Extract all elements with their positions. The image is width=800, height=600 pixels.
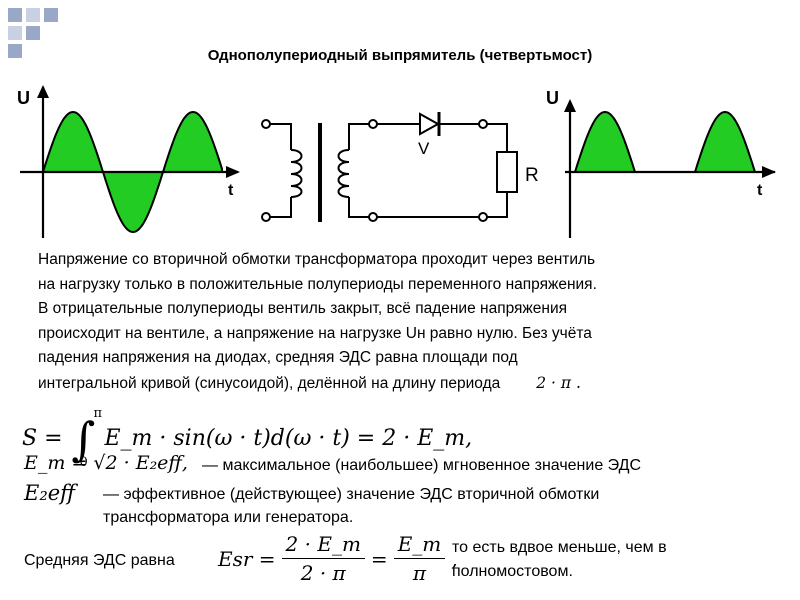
corner-square-4: [8, 26, 22, 40]
esr-tail: ,: [451, 546, 458, 571]
explanation-paragraph: Напряжение со вторичной обмотки трансфор…: [38, 248, 770, 396]
paragraph-line: интегральной кривой (синусоидой), делённ…: [38, 371, 770, 397]
paragraph-line-text: интегральной кривой (синусоидой), делённ…: [38, 374, 501, 392]
corner-square-1: [8, 8, 22, 22]
secondary-winding: [337, 149, 350, 198]
esr-numerator-1: 2 · E_m: [281, 532, 365, 559]
esr-equals: =: [370, 546, 388, 571]
output-waveform: U t: [546, 88, 776, 238]
resistor-symbol: [496, 151, 518, 193]
esr-note-line1: то есть вдвое меньше, чем в: [452, 539, 667, 556]
paragraph-line: падения напряжения на диодах, средняя ЭД…: [38, 349, 518, 366]
esr-note-line2: полномостовом.: [452, 563, 573, 580]
esr-numerator-2: E_m: [393, 532, 446, 559]
rectifier-diagram: U t U t: [17, 85, 776, 238]
em-description: — максимальное (наибольшее) мгновенное з…: [202, 457, 642, 474]
primary-winding: [290, 149, 303, 198]
input-axis-u: U: [17, 88, 30, 108]
corner-square-6: [8, 44, 22, 58]
output-axis-t: t: [757, 182, 763, 199]
paragraph-line: Напряжение со вторичной обмотки трансфор…: [38, 251, 596, 268]
em-formula: E_m = √2 · E₂eff,: [24, 452, 188, 474]
input-axis-t: t: [228, 182, 234, 199]
input-terminal-top: [261, 119, 271, 129]
esr-denominator-2: π: [412, 561, 427, 585]
output-wave-fill: [573, 110, 757, 173]
paragraph-line: на нагрузку только в положительные полуп…: [38, 275, 597, 293]
period-formula: 2 · π .: [536, 373, 581, 392]
resistor-label: R: [525, 165, 539, 186]
integral-body: E_m · sin(ω · t)d(ω · t) = 2 · E_m,: [104, 426, 473, 451]
page-title: Однополупериодный выпрямитель (четвертьм…: [207, 47, 593, 64]
esr-label: Средняя ЭДС равна: [24, 552, 175, 569]
input-terminal-bottom: [261, 212, 271, 222]
eeff-description-line1: — эффективное (действующее) значение ЭДС…: [103, 486, 600, 503]
eeff-formula: E₂eff: [24, 481, 76, 505]
paragraph-line: В отрицательные полупериоды вентиль закр…: [38, 300, 568, 317]
corner-square-3: [44, 8, 58, 22]
esr-denominator-1: 2 · π: [300, 561, 346, 585]
corner-square-2: [26, 8, 40, 22]
integral-upper: π: [93, 406, 103, 421]
integral-lower: 0: [79, 455, 88, 470]
esr-lhs: Esr =: [218, 546, 276, 571]
input-waveform: U t: [17, 85, 240, 238]
integral-lhs: S =: [22, 426, 63, 451]
paragraph-line: происходит на вентиле, а напряжение на н…: [38, 324, 592, 342]
corner-square-5: [26, 26, 40, 40]
circuit-schematic: [261, 112, 518, 222]
diode-label: V: [418, 139, 430, 158]
output-axis-u: U: [546, 88, 559, 108]
eeff-description-line2: трансформатора или генератора.: [103, 509, 354, 526]
diode-symbol: [419, 112, 441, 136]
